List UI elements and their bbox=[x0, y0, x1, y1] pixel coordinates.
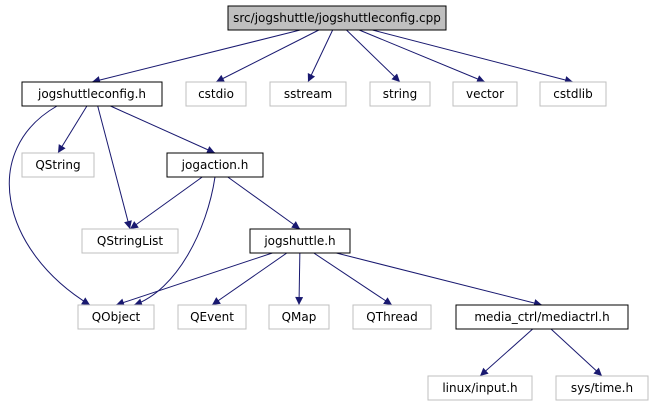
node-box bbox=[177, 304, 247, 330]
nodes-layer: src/jogshuttle/jogshuttleconfig.cpp jogsh… bbox=[21, 5, 649, 401]
node-vector: vector bbox=[452, 81, 518, 107]
edge-root-to-jogshuttleconfig_h bbox=[91, 29, 301, 84]
node-label: QObject bbox=[92, 310, 141, 324]
node-qobject: QObject bbox=[77, 304, 155, 330]
edge-mediactrl_h-to-sys_time_h bbox=[550, 328, 603, 377]
edge-root-to-cstdlib bbox=[372, 29, 574, 84]
edge-root-to-sstream bbox=[307, 29, 334, 83]
node-cstdio: cstdio bbox=[185, 81, 247, 107]
node-label: media_ctrl/mediactrl.h bbox=[474, 310, 609, 324]
edge-jogshuttle_h-to-qevent bbox=[211, 252, 288, 306]
node-label: jogaction.h bbox=[181, 158, 249, 172]
node-box bbox=[227, 5, 447, 31]
edge-jogshuttle_h-to-mediactrl_h bbox=[336, 252, 543, 307]
node-box bbox=[21, 152, 95, 178]
node-box bbox=[369, 81, 431, 107]
node-qstring: QString bbox=[21, 152, 95, 178]
edge-jogshuttleconfig_h-to-qstringlist bbox=[97, 105, 132, 230]
node-sys-time-h: sys/time.h bbox=[555, 375, 649, 401]
node-label: sys/time.h bbox=[571, 381, 633, 395]
node-box bbox=[77, 304, 155, 330]
node-sstream: sstream bbox=[269, 81, 347, 107]
node-box bbox=[166, 152, 264, 178]
edge-jogshuttle_h-to-qthread bbox=[313, 252, 393, 306]
node-box bbox=[81, 228, 179, 254]
node-label: src/jogshuttle/jogshuttleconfig.cpp bbox=[233, 11, 441, 25]
node-qstringlist: QStringList bbox=[81, 228, 179, 254]
node-box bbox=[539, 81, 607, 107]
edge-jogaction_h-to-jogshuttle_h bbox=[227, 176, 301, 230]
node-box bbox=[352, 304, 432, 330]
node-label: cstdlib bbox=[553, 87, 592, 101]
node-label: linux/input.h bbox=[442, 381, 517, 395]
node-root[interactable]: src/jogshuttle/jogshuttleconfig.cpp bbox=[227, 5, 447, 31]
edges-layer bbox=[8, 29, 603, 377]
node-qmap: QMap bbox=[268, 304, 330, 330]
node-box bbox=[269, 81, 347, 107]
node-box bbox=[455, 304, 629, 330]
edge-root-to-cstdio bbox=[215, 29, 320, 83]
node-mediactrl-h[interactable]: media_ctrl/mediactrl.h bbox=[455, 304, 629, 330]
node-qevent: QEvent bbox=[177, 304, 247, 330]
node-box bbox=[185, 81, 247, 107]
node-cstdlib: cstdlib bbox=[539, 81, 607, 107]
node-label: QEvent bbox=[190, 310, 234, 324]
node-label: sstream bbox=[284, 87, 332, 101]
node-string: string bbox=[369, 81, 431, 107]
edge-mediactrl_h-to-linux_input_h bbox=[479, 328, 534, 377]
edge-jogshuttleconfig_h-to-qobject bbox=[8, 105, 91, 306]
node-label: vector bbox=[466, 87, 504, 101]
edge-root-to-vector bbox=[359, 29, 486, 83]
node-label: QStringList bbox=[97, 234, 164, 248]
node-box bbox=[268, 304, 330, 330]
node-label: QMap bbox=[282, 310, 317, 324]
edge-jogaction_h-to-qobject bbox=[133, 176, 216, 307]
node-jogaction-h[interactable]: jogaction.h bbox=[166, 152, 264, 178]
node-label: cstdio bbox=[198, 87, 234, 101]
node-box bbox=[427, 375, 533, 401]
edge-jogshuttle_h-to-qmap bbox=[295, 252, 304, 306]
node-jogshuttle-h[interactable]: jogshuttle.h bbox=[249, 228, 351, 254]
edge-jogaction_h-to-qstringlist bbox=[129, 176, 203, 230]
node-box bbox=[555, 375, 649, 401]
node-box bbox=[452, 81, 518, 107]
edge-jogshuttle_h-to-qobject bbox=[115, 252, 273, 307]
node-label: QString bbox=[35, 158, 80, 172]
node-jogshuttleconfig-h[interactable]: jogshuttleconfig.h bbox=[21, 81, 163, 107]
node-label: QThread bbox=[366, 310, 417, 324]
node-qthread: QThread bbox=[352, 304, 432, 330]
node-box bbox=[249, 228, 351, 254]
node-linux-input-h: linux/input.h bbox=[427, 375, 533, 401]
node-label: jogshuttleconfig.h bbox=[37, 87, 146, 101]
node-box bbox=[21, 81, 163, 107]
edge-jogshuttleconfig_h-to-jogaction_h bbox=[110, 105, 216, 154]
node-label: string bbox=[383, 87, 417, 101]
node-label: jogshuttle.h bbox=[263, 234, 335, 248]
edge-root-to-string bbox=[346, 29, 401, 83]
edge-jogshuttleconfig_h-to-qstring bbox=[57, 105, 88, 154]
